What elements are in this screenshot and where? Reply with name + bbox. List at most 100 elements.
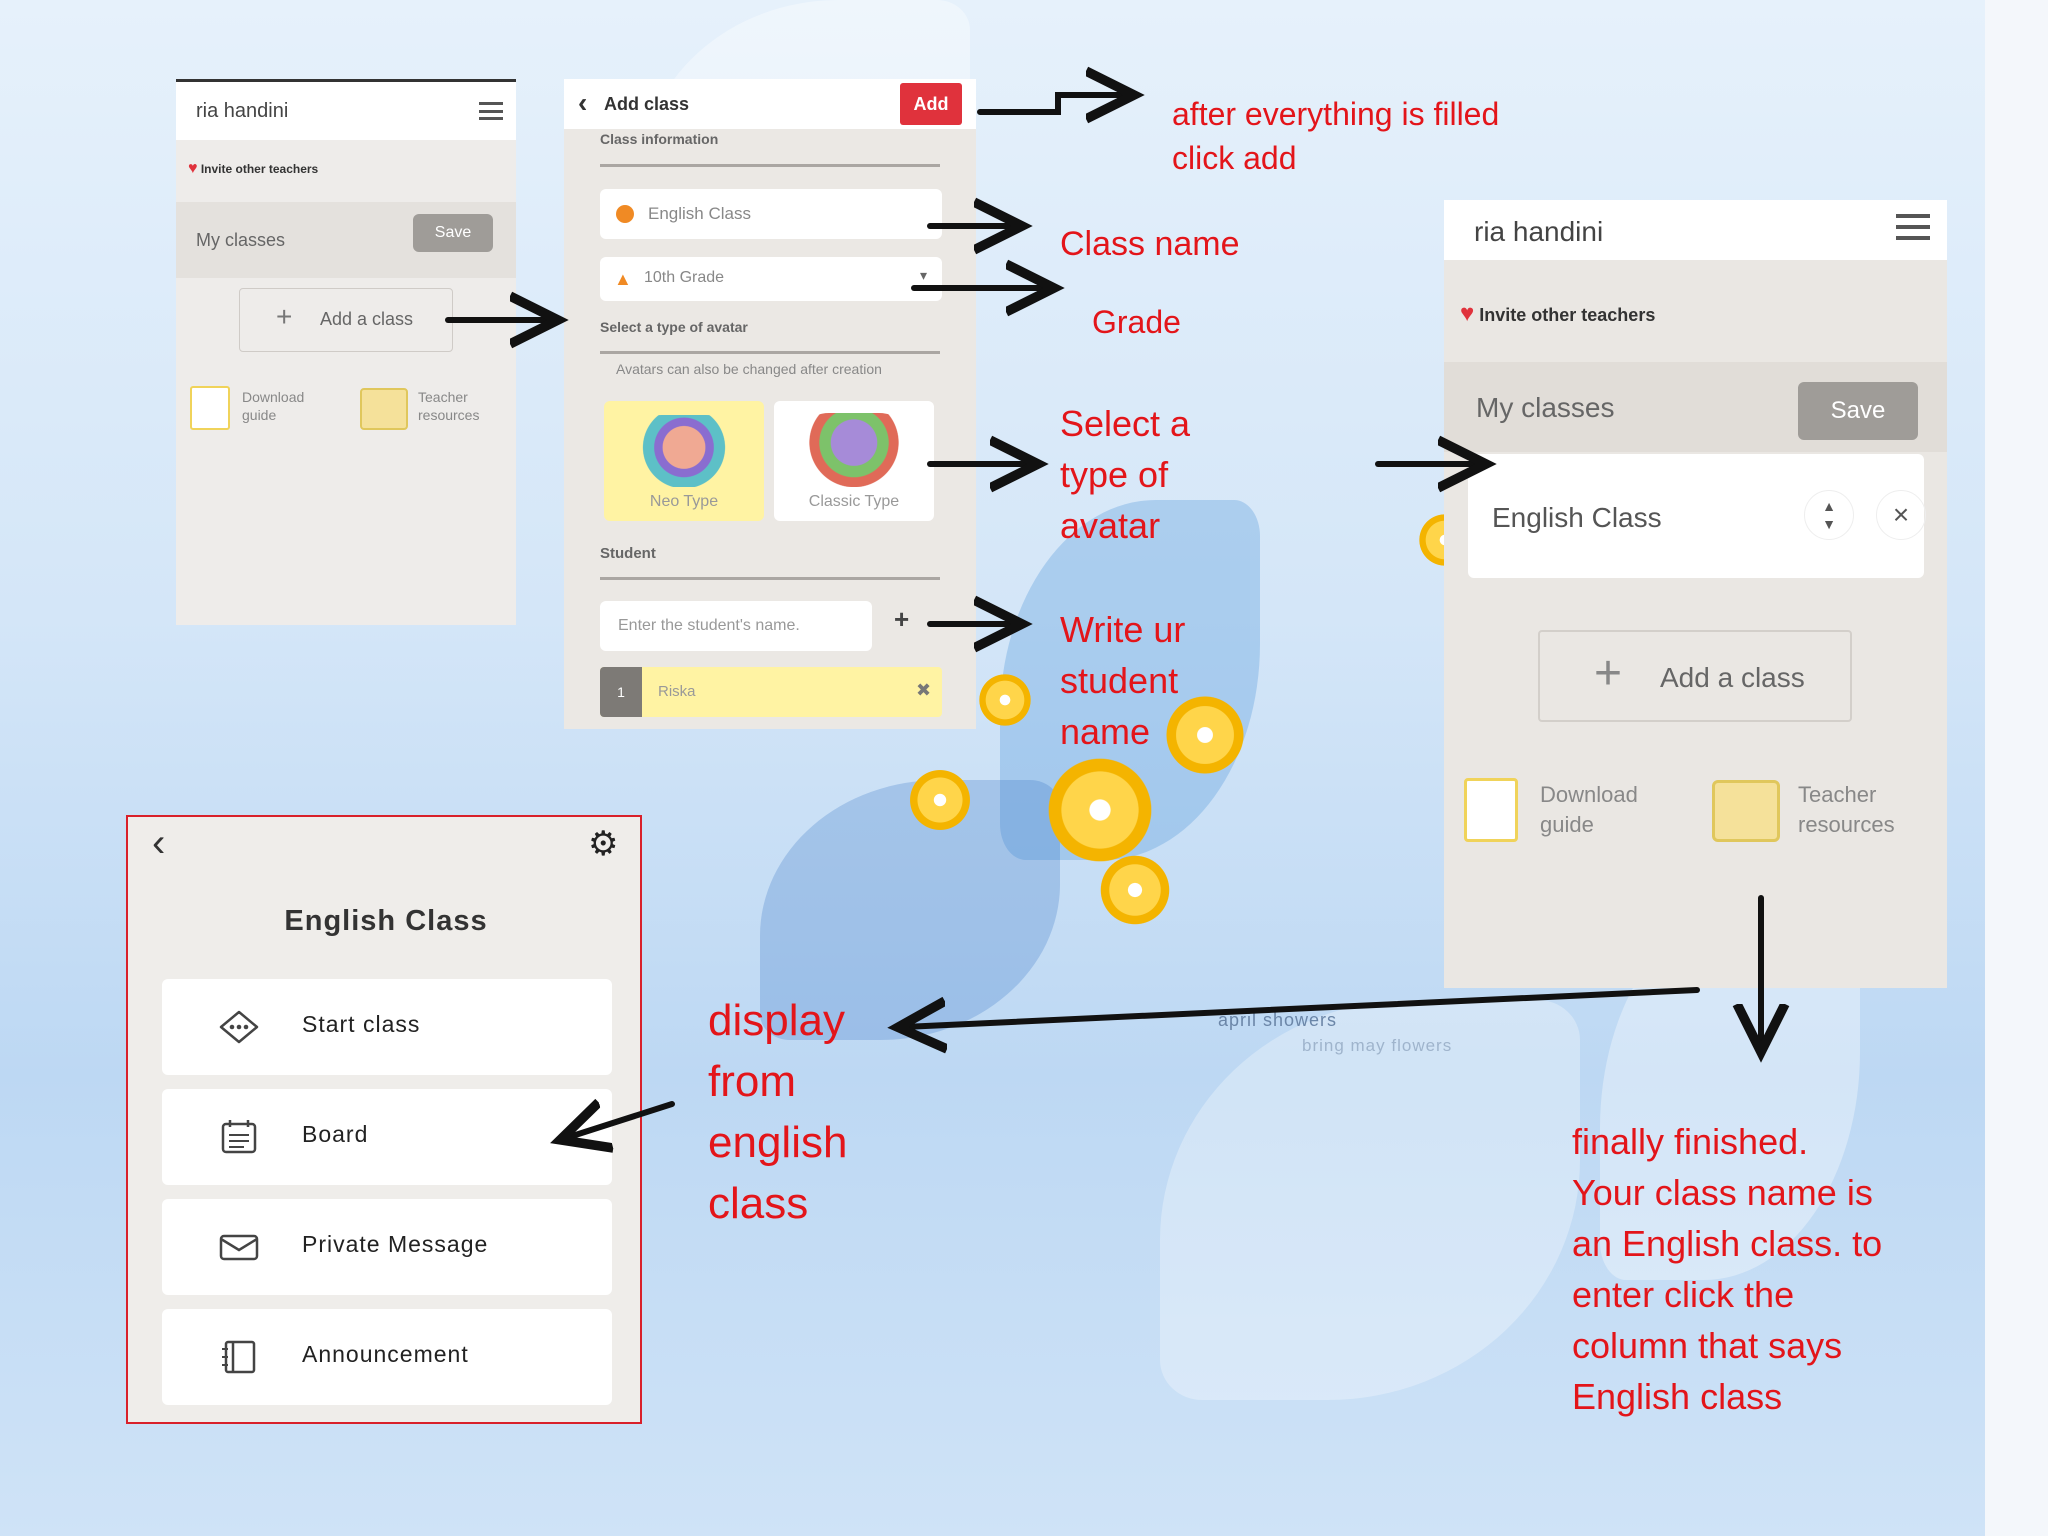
chat-dots-icon <box>219 1010 259 1044</box>
student-name-input[interactable]: Enter the student's name. <box>600 601 872 651</box>
divider <box>600 577 940 580</box>
class-list-item-english[interactable]: English Class ▲▼ × <box>1468 454 1926 578</box>
calendar-board-icon <box>221 1120 257 1154</box>
teacher-resources-link[interactable]: Teacher resources <box>1712 774 1942 854</box>
invite-teachers-link[interactable]: ♥ Invite other teachers <box>188 160 318 178</box>
my-classes-bar: My classes Save <box>1444 362 1947 452</box>
remove-student-icon[interactable]: ✖ <box>916 680 932 700</box>
student-name-placeholder: Enter the student's name. <box>618 617 800 634</box>
envelope-icon <box>219 1234 259 1261</box>
plus-icon: + <box>1594 647 1623 700</box>
hamburger-menu-icon[interactable] <box>479 102 503 120</box>
section-student: Student <box>600 545 656 562</box>
add-student-plus-icon[interactable]: + <box>894 604 910 634</box>
flower-decoration <box>975 670 1035 730</box>
student-name: Riska <box>658 683 696 700</box>
avatar-neo-label: Neo Type <box>649 493 719 510</box>
close-icon[interactable]: × <box>1876 490 1926 540</box>
add-button[interactable]: Add <box>900 83 962 125</box>
my-classes-label: My classes <box>196 230 286 250</box>
add-class-header: ‹ Add class Add <box>564 79 976 129</box>
class-name-field[interactable]: English Class <box>600 189 942 239</box>
add-class-button[interactable]: + Add a class <box>239 288 453 352</box>
private-message-button[interactable]: Private Message <box>162 1199 612 1295</box>
avatar-classic-type-option[interactable]: Classic Type <box>774 401 934 521</box>
note-finally-finished: finally finished. Your class name is an … <box>1572 1121 1883 1417</box>
app-name: ria handini <box>1474 216 1604 247</box>
add-class-button[interactable]: + Add a class <box>1538 630 1852 722</box>
flower-decoration <box>1160 690 1250 780</box>
phone-screen-home-empty: ria handini ♥ Invite other teachers My c… <box>176 79 516 625</box>
invite-teachers-link[interactable]: ♥ Invite other teachers <box>1460 300 1655 328</box>
note-grade: Grade <box>1092 304 1181 340</box>
arrow-to-board <box>566 1104 675 1138</box>
settings-gear-icon[interactable]: ⚙ <box>588 825 619 863</box>
class-title: English Class <box>284 905 488 937</box>
heart-icon: ♥ <box>188 160 198 177</box>
teacher-resources-link[interactable]: Teacher resources <box>360 384 510 434</box>
download-guide-label: Download guide <box>242 389 305 423</box>
flower-decoration <box>905 765 975 835</box>
grade-value: 10th Grade <box>644 269 725 286</box>
download-icon <box>190 386 230 430</box>
invite-label: Invite other teachers <box>200 162 319 176</box>
avatar-classic-label: Classic Type <box>808 493 900 510</box>
download-guide-link[interactable]: Download guide <box>1464 774 1664 854</box>
class-name-value: English Class <box>648 204 751 223</box>
announcement-button[interactable]: Announcement <box>162 1309 612 1405</box>
plus-icon: + <box>276 301 293 332</box>
note-after-filled: after everything is filled click add <box>1172 96 1500 176</box>
add-class-label: Add a class <box>320 309 414 329</box>
add-class-label: Add a class <box>1660 662 1805 693</box>
note-select-avatar: Select a type of avatar <box>1060 403 1191 546</box>
hamburger-menu-icon[interactable] <box>1896 214 1930 240</box>
app-header: ria handini <box>176 82 516 140</box>
grade-select[interactable]: ▲ 10th Grade ▾ <box>600 257 942 301</box>
private-message-label: Private Message <box>302 1231 489 1257</box>
download-icon <box>1464 778 1518 842</box>
flower-decoration <box>1095 850 1175 930</box>
board-button[interactable]: Board <box>162 1089 612 1185</box>
neo-avatars-image <box>626 415 742 487</box>
class-item-name: English Class <box>1492 502 1662 533</box>
arrow-from-add-button <box>977 95 1128 112</box>
save-button[interactable]: Save <box>413 214 493 252</box>
download-guide-label: Download guide <box>1540 782 1638 837</box>
my-classes-bar: My classes Save <box>176 202 516 278</box>
app-name: ria handini <box>196 100 289 122</box>
invite-label: Invite other teachers <box>1479 305 1656 325</box>
back-chevron-icon[interactable]: ‹ <box>578 87 588 118</box>
download-guide-link[interactable]: Download guide <box>190 384 320 434</box>
note-display-from-class: display from english class <box>708 996 848 1228</box>
board-label: Board <box>302 1121 369 1147</box>
treasure-box-icon <box>1712 780 1780 842</box>
note-class-name: Class name <box>1060 225 1240 263</box>
add-class-title: Add class <box>604 94 690 114</box>
note-write-student: Write ur student name <box>1060 609 1186 752</box>
phone-screen-add-class: ‹ Add class Add Class information Englis… <box>564 79 976 729</box>
avatar-neo-type-option[interactable]: Neo Type <box>604 401 764 521</box>
treasure-box-icon <box>360 388 408 430</box>
start-class-label: Start class <box>302 1011 421 1037</box>
grade-icon: ▲ <box>614 269 632 289</box>
divider <box>600 351 940 354</box>
announcement-label: Announcement <box>302 1341 469 1367</box>
divider <box>600 164 940 167</box>
classic-avatars-image <box>792 413 916 487</box>
heart-icon: ♥ <box>1460 300 1475 327</box>
my-classes-label: My classes <box>1476 392 1615 423</box>
book-icon <box>222 1340 256 1374</box>
start-class-button[interactable]: Start class <box>162 979 612 1075</box>
background-caption: april showers <box>1218 1010 1338 1030</box>
save-button[interactable]: Save <box>1798 382 1918 440</box>
student-row[interactable]: 1 Riska ✖ <box>600 667 942 717</box>
background-caption: bring may flowers <box>1302 1036 1453 1055</box>
phone-screen-home-with-class: ria handini ♥ Invite other teachers My c… <box>1444 200 1947 988</box>
arrow-to-class-display <box>904 987 1700 1027</box>
app-header: ria handini <box>1444 200 1947 260</box>
back-chevron-icon[interactable]: ‹ <box>152 821 166 865</box>
reorder-icon[interactable]: ▲▼ <box>1804 490 1854 540</box>
student-number: 1 <box>600 667 642 717</box>
dropdown-arrow-icon: ▾ <box>920 267 928 283</box>
